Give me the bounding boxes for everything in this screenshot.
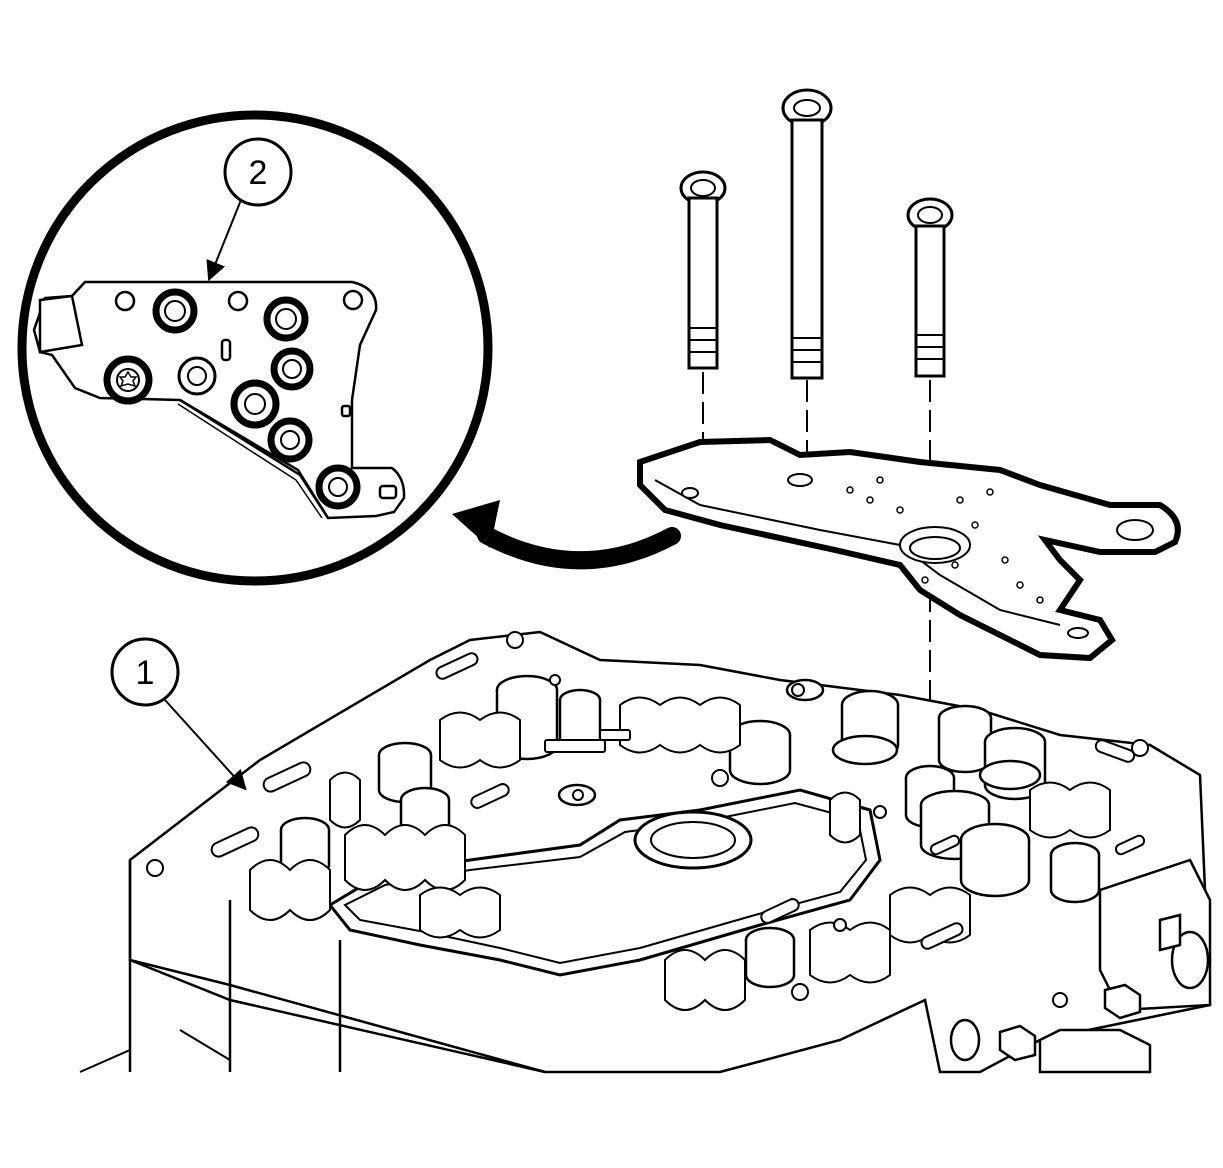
callout-2-label: 2 bbox=[249, 154, 268, 192]
callout-1: 1 bbox=[110, 637, 247, 791]
valve-body-side-block bbox=[949, 858, 1212, 1074]
bolt-right bbox=[906, 197, 954, 780]
callout-2: 2 bbox=[206, 137, 293, 282]
torx-bolt-head-icon bbox=[116, 368, 140, 392]
bolt-left bbox=[679, 170, 727, 495]
detail-seal-rings bbox=[103, 288, 361, 510]
detail-magnifier: 2 bbox=[17, 110, 493, 586]
hex-bolt-icon bbox=[998, 1024, 1037, 1062]
spool-valves bbox=[279, 674, 1101, 989]
callout-1-label: 1 bbox=[136, 654, 155, 692]
valve-body-holes bbox=[146, 631, 1149, 1008]
bolts bbox=[679, 88, 954, 780]
detail-pointer-arrow bbox=[452, 500, 681, 570]
bolt-center bbox=[781, 88, 833, 468]
valve-body-slots bbox=[210, 652, 1146, 950]
ribbed-spools bbox=[249, 696, 1111, 1011]
bracket-exploded bbox=[637, 436, 1181, 662]
hex-bolt-icon bbox=[1103, 983, 1142, 1020]
detail-bracket-plate bbox=[32, 280, 406, 520]
valve-body bbox=[79, 630, 1212, 1074]
